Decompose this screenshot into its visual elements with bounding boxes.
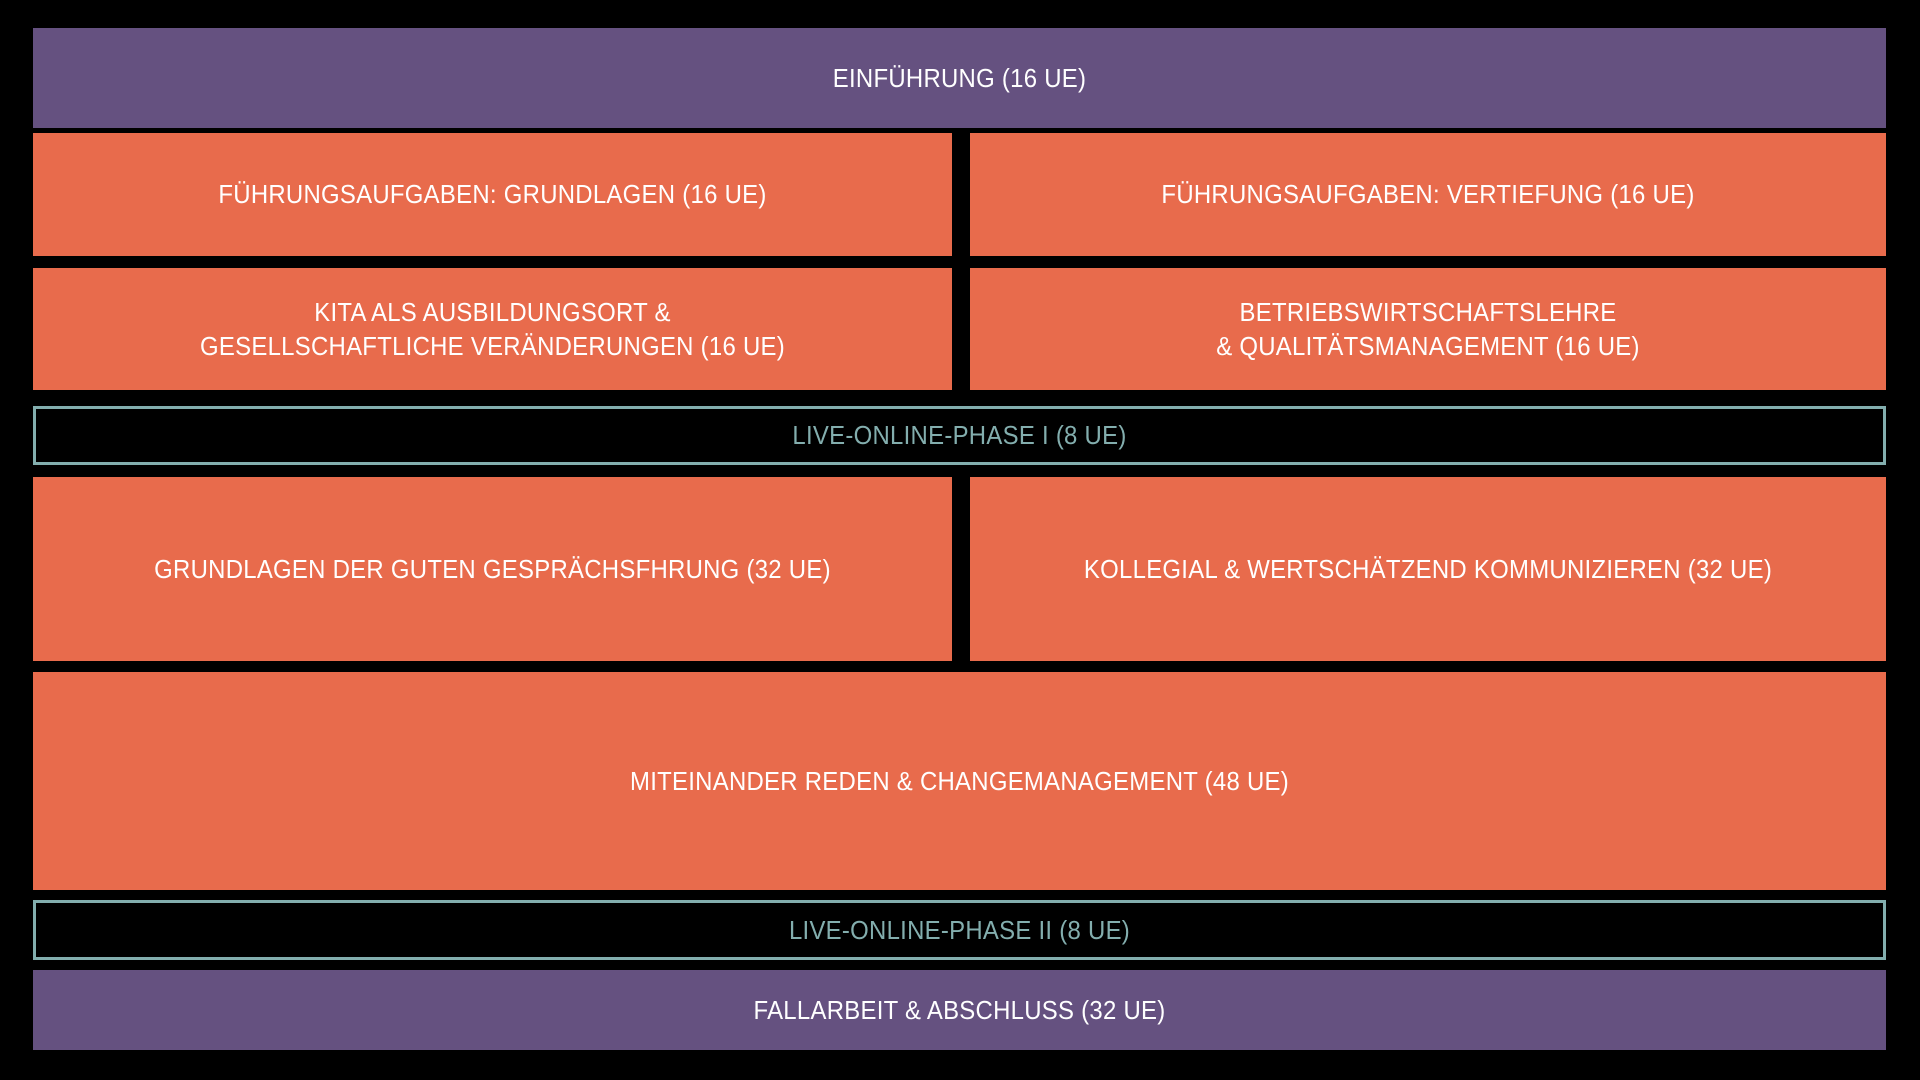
module-kita-ausbildungsort[interactable]: KITA ALS AUSBILDUNGSORT & GESELLSCHAFTLI… — [33, 268, 952, 390]
module-fuehrungsaufgaben-vertiefung[interactable]: FÜHRUNGSAUFGABEN: VERTIEFUNG (16 UE) — [970, 133, 1886, 256]
diagram-row-fallarbeit: FALLARBEIT & ABSCHLUSS (32 UE) — [33, 970, 1886, 1050]
diagram-row-fuehrungsaufgaben: FÜHRUNGSAUFGABEN: GRUNDLAGEN (16 UE) FÜH… — [33, 133, 1886, 256]
diagram-row-kita-bwl: KITA ALS AUSBILDUNGSORT & GESELLSCHAFTLI… — [33, 268, 1886, 390]
module-live-online-phase-1[interactable]: LIVE-ONLINE-PHASE I (8 UE) — [33, 406, 1886, 465]
module-live-online-phase-2-label: LIVE-ONLINE-PHASE II (8 UE) — [788, 914, 1131, 945]
module-einfuehrung[interactable]: EINFÜHRUNG (16 UE) — [33, 28, 1886, 128]
diagram-row-live-online-phase-2: LIVE-ONLINE-PHASE II (8 UE) — [33, 900, 1886, 960]
module-fallarbeit-abschluss[interactable]: FALLARBEIT & ABSCHLUSS (32 UE) — [33, 970, 1886, 1050]
row-spacer — [33, 390, 1886, 406]
module-betriebswirtschaftslehre[interactable]: BETRIEBSWIRTSCHAFTSLEHRE & QUALITÄTSMANA… — [970, 268, 1886, 390]
module-live-online-phase-2[interactable]: LIVE-ONLINE-PHASE II (8 UE) — [33, 900, 1886, 960]
module-miteinander-reden-changemanagement[interactable]: MITEINANDER REDEN & CHANGEMANAGEMENT (48… — [33, 672, 1886, 890]
module-kollegial-kommunizieren[interactable]: KOLLEGIAL & WERTSCHÄTZEND KOMMUNIZIEREN … — [970, 477, 1886, 661]
diagram-row-einfuehrung: EINFÜHRUNG (16 UE) — [33, 28, 1886, 128]
module-kollegial-kommunizieren-label: KOLLEGIAL & WERTSCHÄTZEND KOMMUNIZIEREN … — [1083, 553, 1773, 584]
module-fuehrungsaufgaben-vertiefung-label: FÜHRUNGSAUFGABEN: VERTIEFUNG (16 UE) — [1161, 179, 1695, 210]
module-gespraechsfuehrung-label: GRUNDLAGEN DER GUTEN GESPRÄCHSFHRUNG (32… — [154, 553, 831, 584]
module-gespraechsfuehrung[interactable]: GRUNDLAGEN DER GUTEN GESPRÄCHSFHRUNG (32… — [33, 477, 952, 661]
row-spacer — [33, 256, 1886, 268]
diagram-row-kommunikation: GRUNDLAGEN DER GUTEN GESPRÄCHSFHRUNG (32… — [33, 477, 1886, 661]
module-einfuehrung-label: EINFÜHRUNG (16 UE) — [832, 62, 1087, 93]
module-betriebswirtschaftslehre-label: BETRIEBSWIRTSCHAFTSLEHRE & QUALITÄTSMANA… — [1216, 296, 1640, 361]
module-kita-ausbildungsort-label: KITA ALS AUSBILDUNGSORT & GESELLSCHAFTLI… — [200, 296, 785, 361]
module-live-online-phase-1-label: LIVE-ONLINE-PHASE I (8 UE) — [792, 420, 1127, 451]
diagram-row-changemanagement: MITEINANDER REDEN & CHANGEMANAGEMENT (48… — [33, 672, 1886, 890]
module-fallarbeit-abschluss-label: FALLARBEIT & ABSCHLUSS (32 UE) — [753, 994, 1166, 1025]
module-miteinander-reden-changemanagement-label: MITEINANDER REDEN & CHANGEMANAGEMENT (48… — [630, 765, 1289, 796]
row-spacer — [33, 890, 1886, 900]
column-spacer — [952, 477, 970, 661]
row-spacer — [33, 465, 1886, 477]
diagram-row-live-online-phase-1: LIVE-ONLINE-PHASE I (8 UE) — [33, 406, 1886, 465]
row-spacer — [33, 960, 1886, 970]
module-fuehrungsaufgaben-grundlagen-label: FÜHRUNGSAUFGABEN: GRUNDLAGEN (16 UE) — [218, 179, 767, 210]
column-spacer — [952, 133, 970, 256]
column-spacer — [952, 268, 970, 390]
row-spacer — [33, 661, 1886, 672]
module-fuehrungsaufgaben-grundlagen[interactable]: FÜHRUNGSAUFGABEN: GRUNDLAGEN (16 UE) — [33, 133, 952, 256]
